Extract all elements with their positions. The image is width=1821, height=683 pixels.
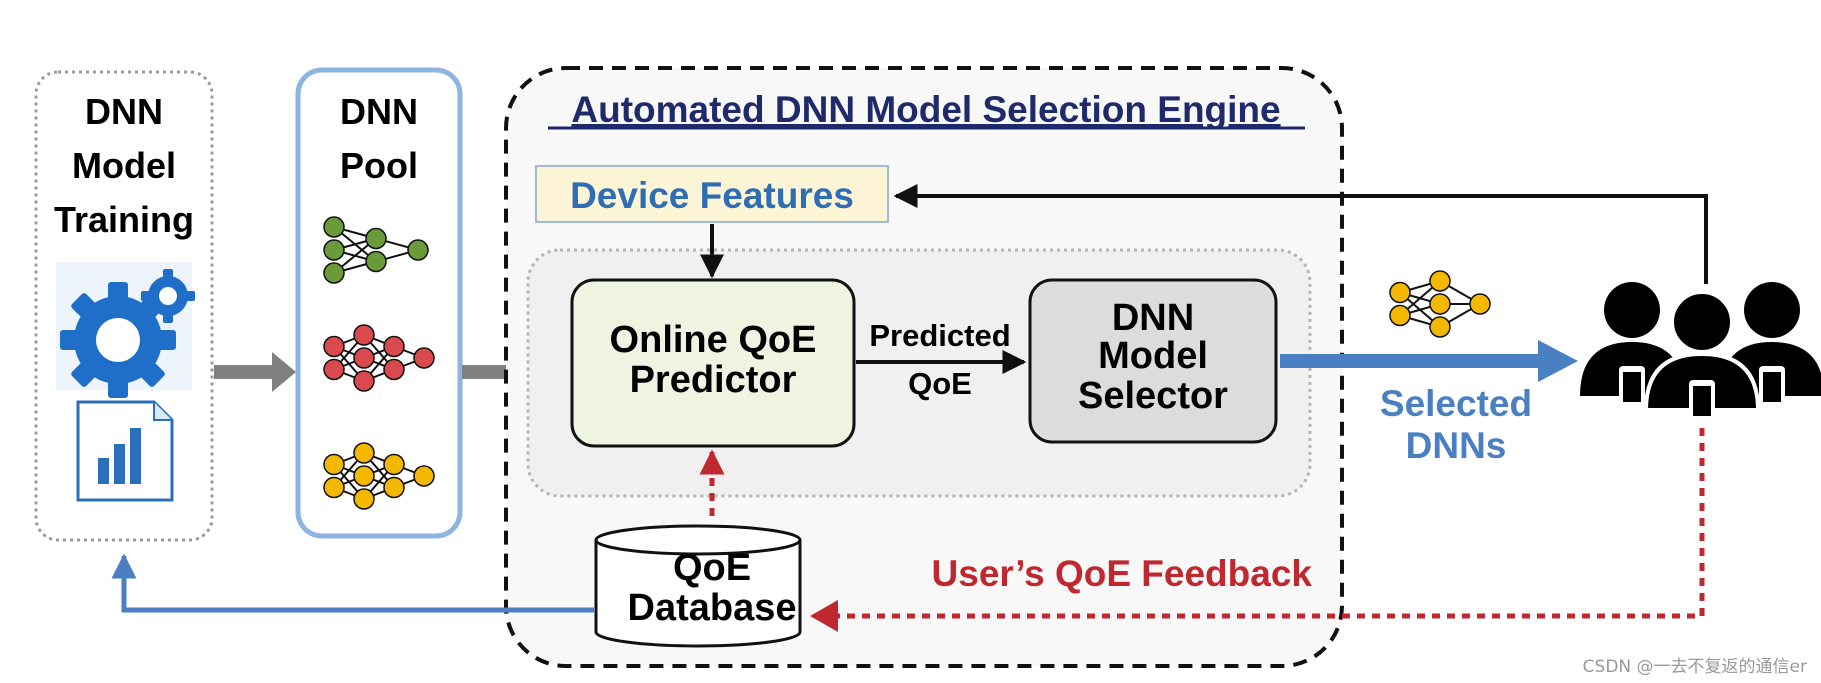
- neural-net-node: [1429, 270, 1451, 292]
- neural-net-node: [323, 239, 345, 261]
- arrow-training-to-pool: [214, 352, 296, 392]
- device-features-box: [535, 165, 889, 223]
- neural-net-node: [365, 227, 387, 250]
- neural-net-node: [1389, 304, 1411, 327]
- neural-net-node: [323, 262, 345, 284]
- feedback-label: User’s QoE Feedback: [932, 553, 1313, 594]
- watermark: CSDN @一去不复返的通信er: [1582, 657, 1807, 677]
- neural-net-node: [353, 488, 375, 510]
- database-label-2: Database: [628, 587, 797, 629]
- predictor-label-2: Predictor: [630, 359, 797, 401]
- training-label-2: Model: [72, 145, 176, 186]
- selector-label-1: DNN: [1112, 297, 1194, 339]
- pool-box: [295, 67, 463, 539]
- database-label-1: QoE: [673, 547, 751, 589]
- neural-net-icon: [323, 442, 435, 510]
- neural-net-node: [353, 370, 375, 392]
- qoe-database: [594, 524, 802, 648]
- neural-net-node: [353, 347, 375, 369]
- pool-label-1: DNN: [340, 91, 418, 132]
- device-features-label: Device Features: [570, 175, 854, 216]
- neural-net-node: [323, 335, 345, 358]
- neural-net-node: [323, 216, 345, 238]
- training-label-3: Training: [54, 199, 194, 240]
- neural-net-node: [353, 442, 375, 464]
- selector-label-3: Selector: [1078, 375, 1228, 417]
- report-chart-icon: [76, 400, 174, 502]
- neural-net-node: [383, 335, 405, 358]
- gear-icon: [56, 262, 195, 398]
- neural-net-node: [383, 358, 405, 381]
- selector-box: [1028, 278, 1278, 444]
- predicted-qoe-label-1: Predicted: [869, 318, 1010, 353]
- neural-net-node: [365, 250, 387, 273]
- selected-dnns-label-1: Selected: [1380, 383, 1532, 424]
- engine-title: Automated DNN Model Selection Engine: [571, 89, 1280, 130]
- selector-label-2: Model: [1098, 335, 1208, 377]
- neural-net-node: [323, 476, 345, 499]
- neural-net-node: [1469, 293, 1491, 315]
- neural-net-node: [1429, 293, 1451, 315]
- predictor-box: [570, 278, 856, 448]
- arrow-database-to-training: [111, 553, 594, 613]
- pool-label-2: Pool: [340, 145, 418, 186]
- neural-net-node: [383, 476, 405, 499]
- neural-net-node: [407, 239, 429, 261]
- neural-net-icon: [1389, 270, 1491, 338]
- neural-net-node: [323, 358, 345, 381]
- neural-net-node: [1389, 281, 1411, 304]
- feedback-arrowhead: [810, 600, 838, 632]
- users-with-phones-icon: [1580, 282, 1821, 424]
- neural-net-node: [413, 465, 435, 487]
- predicted-qoe-label-2: QoE: [908, 366, 972, 401]
- training-label-1: DNN: [85, 91, 163, 132]
- neural-net-node: [383, 453, 405, 476]
- neural-net-node: [1429, 316, 1451, 338]
- neural-net-node: [413, 347, 435, 369]
- arrow-user-feedback: [832, 428, 1705, 619]
- selected-dnns-label-2: DNNs: [1406, 425, 1507, 466]
- neural-net-node: [323, 453, 345, 476]
- neural-net-icon: [323, 324, 435, 392]
- predictor-label-1: Online QoE: [610, 319, 817, 361]
- neural-net-node: [353, 465, 375, 487]
- neural-net-icon: [323, 216, 429, 284]
- arrow-selected-dnns: [1280, 340, 1578, 382]
- neural-net-node: [353, 324, 375, 346]
- arrow-users-to-device-features: [893, 184, 1708, 284]
